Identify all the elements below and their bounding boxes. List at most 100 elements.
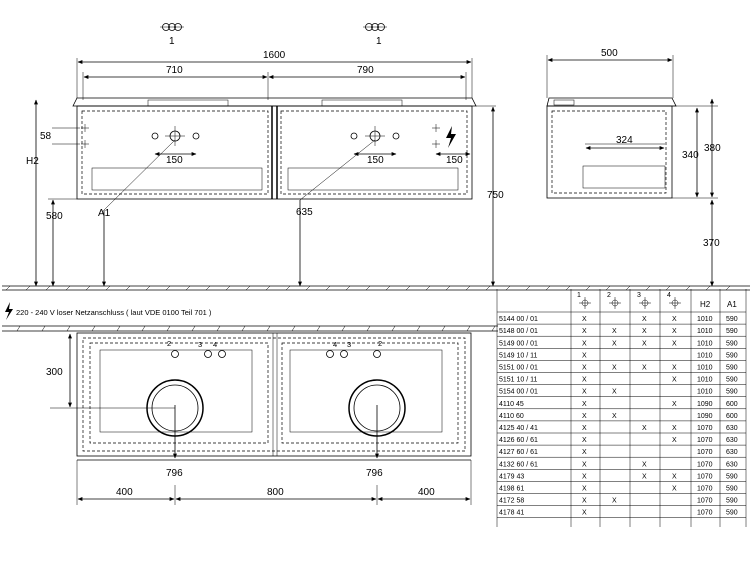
dim-400-right: 400 — [418, 487, 435, 498]
dim-370: 370 — [703, 238, 720, 249]
table-cell-a1: 590 — [726, 498, 738, 505]
table-cell-c3: X — [642, 365, 647, 372]
dim-500: 500 — [601, 48, 618, 59]
table-cell-code: 5144 00 / 01 — [499, 316, 538, 323]
table-cell-a1: 590 — [726, 389, 738, 396]
table-cell-h2: 1070 — [697, 425, 713, 432]
table-cell-c1: X — [582, 316, 587, 323]
table-cell-code: 4125 40 / 41 — [499, 425, 538, 432]
table-cell-c2: X — [612, 389, 617, 396]
col-header-1: 1 — [577, 292, 581, 299]
table-cell-h2: 1070 — [697, 498, 713, 505]
dim-150-middle: 150 — [367, 155, 384, 166]
dim-324: 324 — [616, 135, 633, 146]
table-cell-code: 4132 60 / 61 — [499, 461, 538, 468]
table-cell-code: 4172 58 — [499, 498, 524, 505]
conn-label-4-right: 4 — [333, 340, 337, 349]
table-cell-a1: 630 — [726, 425, 738, 432]
table-cell-a1: 600 — [726, 413, 738, 420]
table-cell-c1: X — [582, 340, 587, 347]
conn-label-4-left: 4 — [213, 340, 217, 349]
table-cell-code: 4178 41 — [499, 510, 524, 517]
table-cell-code: 5151 00 / 01 — [499, 365, 538, 372]
table-cell-code: 4110 60 — [499, 413, 524, 420]
table-cell-c2: X — [612, 413, 617, 420]
table-cell-c1: X — [582, 365, 587, 372]
table-cell-h2: 1070 — [697, 510, 713, 517]
conn-label-2-left: 2 — [167, 339, 171, 348]
table-cell-c3: X — [642, 328, 647, 335]
electrical-note: 220 - 240 V loser Netzanschluss ( laut V… — [16, 308, 212, 317]
table-cell-c2: X — [612, 328, 617, 335]
wall-band — [2, 325, 498, 332]
table-cell-c1: X — [582, 486, 587, 493]
table-cell-h2: 1090 — [697, 413, 713, 420]
label-a1: A1 — [98, 208, 111, 219]
count-symbol-right — [363, 23, 387, 31]
side-body — [546, 105, 673, 199]
table-cell-a1: 590 — [726, 328, 738, 335]
crosshair-icons — [579, 297, 681, 309]
electric-bolt-icon-note — [5, 302, 13, 320]
table-cell-c3: X — [642, 425, 647, 432]
table-cell-c1: X — [582, 401, 587, 408]
table-cell-a1: 630 — [726, 449, 738, 456]
dim-796-right: 796 — [366, 468, 383, 479]
col-header-h2: H2 — [700, 300, 711, 309]
countertop — [72, 97, 477, 107]
table-cell-a1: 590 — [726, 473, 738, 480]
label-h2: H2 — [26, 156, 39, 167]
side-view: 500 324 340 380 370 — [546, 48, 721, 287]
conn-label-3-right: 3 — [347, 340, 351, 349]
table-cell-c1: X — [582, 498, 587, 505]
table-cell-h2: 1010 — [697, 316, 713, 323]
dim-1600: 1600 — [263, 50, 286, 61]
table-cell-code: 5154 00 / 01 — [499, 389, 538, 396]
dim-750: 750 — [487, 190, 504, 201]
dim-800: 800 — [267, 487, 284, 498]
table-cell-a1: 590 — [726, 510, 738, 517]
dim-150-left: 150 — [166, 155, 183, 166]
table-cell-a1: 590 — [726, 340, 738, 347]
table-cell-h2: 1070 — [697, 437, 713, 444]
table-cell-a1: 630 — [726, 461, 738, 468]
table-cell-a1: 630 — [726, 437, 738, 444]
dim-340: 340 — [682, 150, 699, 161]
table-cell-c1: X — [582, 449, 587, 456]
table-cell-h2: 1010 — [697, 377, 713, 384]
table-cell-c4: X — [672, 437, 677, 444]
table-cell-code: 4126 60 / 61 — [499, 437, 538, 444]
front-view: 1 1 1600 710 790 — [26, 23, 504, 287]
table-cell-c4: X — [672, 340, 677, 347]
col-header-4: 4 — [667, 292, 671, 299]
dim-580: 580 — [46, 211, 63, 222]
table-cell-h2: 1090 — [697, 401, 713, 408]
table-cell-c3: X — [642, 316, 647, 323]
table-cell-c1: X — [582, 352, 587, 359]
col-header-3: 3 — [637, 292, 641, 299]
table-cell-h2: 1010 — [697, 365, 713, 372]
connection-symbols-right — [350, 124, 440, 148]
top-view: 2 3 4 4 3 2 300 796 796 400 800 400 — [46, 332, 472, 505]
table-cell-code: 4179 43 — [499, 473, 524, 480]
table-cell-code: 4198 61 — [499, 486, 524, 493]
table-cell-h2: 1010 — [697, 352, 713, 359]
table-cell-code: 5151 10 / 11 — [499, 377, 538, 384]
conn-label-3-left: 3 — [198, 340, 202, 349]
count-symbol-left — [160, 23, 184, 31]
col-header-2: 2 — [607, 292, 611, 299]
table-cell-a1: 590 — [726, 365, 738, 372]
conn-label-2-right: 2 — [378, 339, 382, 348]
table-cell-c1: X — [582, 377, 587, 384]
table-cell-code: 4110 45 — [499, 401, 524, 408]
table-cell-c1: X — [582, 437, 587, 444]
dim-710: 710 — [166, 65, 183, 76]
table-cell-c4: X — [672, 365, 677, 372]
col-header-a1: A1 — [727, 300, 737, 309]
table-cell-h2: 1070 — [697, 461, 713, 468]
table-cell-h2: 1070 — [697, 449, 713, 456]
dim-58: 58 — [40, 131, 52, 142]
